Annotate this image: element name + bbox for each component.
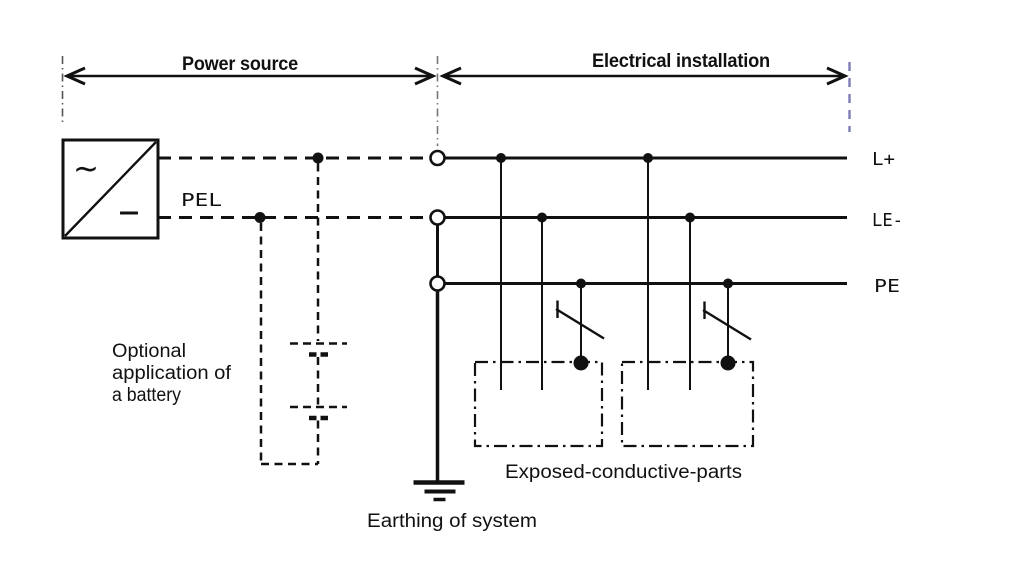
region-markers: Power source Electrical installation [61, 51, 851, 146]
junction-dot [723, 278, 733, 289]
battery-note-line1: Optional [112, 341, 186, 362]
junction-dot [685, 212, 695, 223]
ac-wave-icon: ~ [73, 149, 99, 187]
conductor-label-pe: PE [874, 276, 900, 297]
ac-dc-converter-icon: ~ − [61, 138, 160, 240]
terminal-circle-icon [429, 275, 446, 292]
conductor-label-le-minus: LE- [872, 210, 903, 231]
conductor-label-l-plus: L+ [872, 149, 895, 170]
loads: Exposed-conductive-parts [473, 153, 755, 483]
disconnect-link-blade-icon [555, 307, 605, 340]
source-wiring: PEL [158, 152, 428, 223]
battery-icon: Optional application of a battery [112, 163, 347, 466]
junction-dot [254, 212, 266, 223]
junction-dot [643, 153, 653, 163]
arrowhead-left-icon [63, 66, 86, 86]
terminal-circle-icon [429, 149, 446, 167]
distribution-bus: L+ LE- PE [429, 149, 903, 297]
junction-dot [496, 153, 506, 163]
junction-dot [312, 152, 324, 164]
disconnect-link-blade-icon [702, 308, 752, 341]
terminal-circle-icon [429, 209, 446, 226]
electrical-installation-label: Electrical installation [592, 51, 770, 72]
earth-ground-icon: Earthing of system [367, 290, 537, 532]
exposed-part-enclosure [473, 360, 604, 448]
arrowhead-right-icon [414, 66, 437, 86]
arrowhead-left-icon [439, 66, 462, 86]
junction-dot [537, 212, 547, 223]
exposed-part-enclosure [620, 360, 755, 448]
converter-diagonal [64, 141, 157, 237]
battery-note-line2: application of [112, 363, 232, 384]
pel-conductor-label: PEL [181, 190, 222, 211]
arrowhead-right-icon [826, 66, 849, 86]
battery-note-line3: a battery [112, 385, 181, 406]
exposed-parts-label: Exposed-conductive-parts [505, 462, 742, 483]
dc-minus-icon: − [117, 198, 141, 228]
power-source-label: Power source [182, 54, 298, 75]
junction-dot [576, 278, 586, 289]
earthing-label: Earthing of system [367, 511, 537, 532]
